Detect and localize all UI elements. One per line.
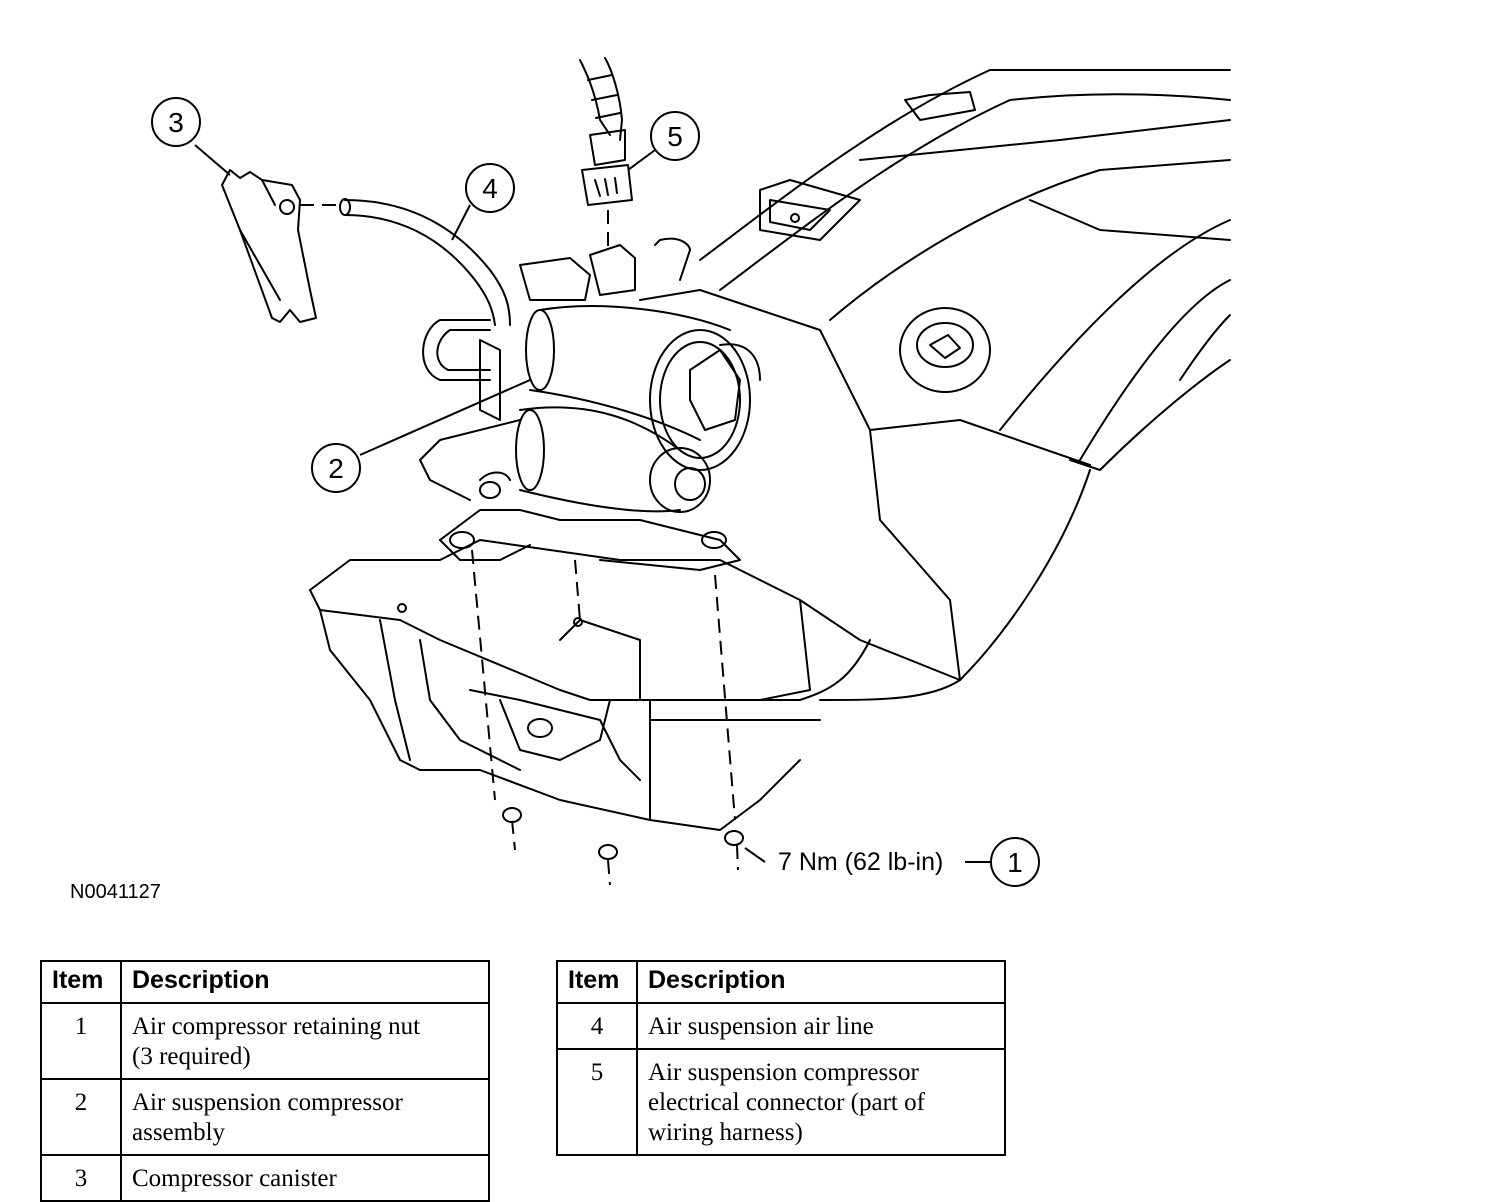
svg-text:5: 5 <box>667 121 683 152</box>
legend-table-right: Item Description 4 Air suspension air li… <box>556 960 1006 1156</box>
electrical-connector <box>579 57 633 206</box>
item-description: Compressor canister <box>120 1154 490 1202</box>
svg-text:4: 4 <box>482 173 498 204</box>
table-row: 3 Compressor canister <box>40 1154 490 1202</box>
legend-table-left: Item Description 1 Air compressor retain… <box>40 960 490 1202</box>
svg-text:3: 3 <box>168 107 184 138</box>
table-row: 1 Air compressor retaining nut (3 requir… <box>40 1002 490 1080</box>
torque-spec: 7 Nm (62 lb-in) <box>778 848 943 876</box>
item-number: 2 <box>40 1078 122 1156</box>
svg-text:1: 1 <box>1007 847 1023 878</box>
retaining-nuts <box>502 807 744 860</box>
callout-3: 3 <box>151 97 201 147</box>
item-number: 3 <box>40 1154 122 1202</box>
compressor-assembly <box>419 237 761 571</box>
callout-1: 1 <box>990 837 1040 887</box>
table-row: 2 Air suspension compressor assembly <box>40 1078 490 1156</box>
header-item: Item <box>556 960 638 1004</box>
table-row: 5 Air suspension compressor electrical c… <box>556 1048 1006 1156</box>
compressor-exploded-diagram: 3 4 5 2 1 7 Nm (62 lb-in) N0041127 <box>70 57 1231 903</box>
item-description: Air compressor retaining nut (3 required… <box>120 1002 490 1080</box>
alignment-lines <box>300 204 739 886</box>
figure-id: N0041127 <box>70 881 161 903</box>
table-row: 4 Air suspension air line <box>556 1002 1006 1050</box>
callout-leaders <box>194 144 990 863</box>
svg-text:2: 2 <box>328 453 344 484</box>
mounting-bracket <box>309 539 811 831</box>
header-description: Description <box>120 960 490 1004</box>
callout-4: 4 <box>465 163 515 213</box>
callout-5: 5 <box>650 111 700 161</box>
header-item: Item <box>40 960 122 1004</box>
item-description: Air suspension compressor electrical con… <box>636 1048 1006 1156</box>
air-line <box>339 198 511 326</box>
inner-fender <box>639 69 1231 721</box>
item-number: 4 <box>556 1002 638 1050</box>
item-number: 1 <box>40 1002 122 1080</box>
header-description: Description <box>636 960 1006 1004</box>
callout-2: 2 <box>311 443 361 493</box>
item-description: Air suspension air line <box>636 1002 1006 1050</box>
compressor-canister <box>221 169 317 323</box>
item-description: Air suspension compressor assembly <box>120 1078 490 1156</box>
item-number: 5 <box>556 1048 638 1156</box>
